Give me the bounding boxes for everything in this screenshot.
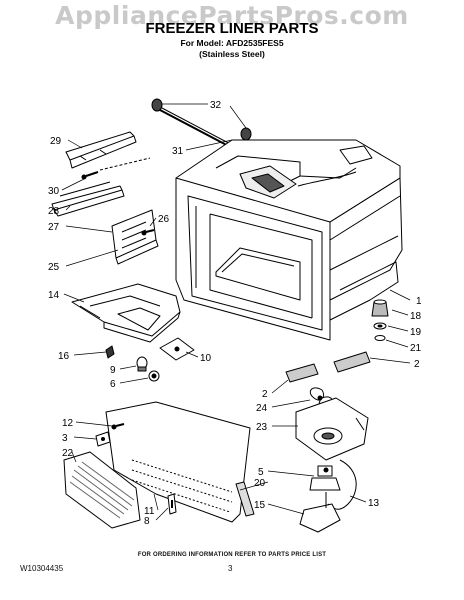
- callout-29: 29: [50, 136, 62, 147]
- part-15-bracket: [299, 492, 341, 533]
- part-11-rear-panel: [105, 401, 251, 523]
- callout-20: 20: [254, 478, 266, 489]
- part-29-rail: [65, 131, 137, 169]
- part-5-motor: [309, 465, 341, 491]
- part-6-socket: [148, 370, 160, 382]
- callout-21: 21: [410, 343, 422, 354]
- callout-11: 11: [144, 506, 155, 517]
- ordering-info-note: FOR ORDERING INFORMATION REFER TO PARTS …: [137, 552, 327, 558]
- part-2-pad-left: [285, 363, 319, 383]
- callout-18: 18: [410, 311, 422, 322]
- callout-13: 13: [368, 498, 380, 509]
- callout-5: 5: [258, 467, 264, 478]
- callout-labels: 32 31 29 30 26 28 27 25 14 1 18 19 21 16…: [48, 100, 422, 527]
- part-20-strip: [235, 481, 255, 517]
- callout-28: 28: [48, 206, 60, 217]
- callout-1: 1: [416, 296, 422, 307]
- callout-10: 10: [200, 353, 212, 364]
- part-9-bulb: [136, 356, 148, 372]
- document-id: W10304435: [20, 564, 64, 573]
- part-14-cover: [71, 283, 181, 343]
- part-22-grille: [63, 451, 141, 529]
- callout-9: 9: [110, 365, 116, 376]
- part-30-screw: [81, 157, 151, 180]
- leader-lines: [61, 103, 411, 521]
- part-3-bracket: [95, 431, 111, 447]
- part-8-clip: [167, 493, 177, 515]
- part-2-pad-right: [333, 351, 371, 373]
- part-27-bracket: [111, 209, 159, 265]
- part-26-screw: [141, 229, 155, 236]
- callout-27: 27: [48, 222, 60, 233]
- callout-25: 25: [48, 262, 60, 273]
- callout-2-left: 2: [262, 389, 268, 400]
- page-number: 3: [228, 564, 233, 573]
- callout-23: 23: [256, 422, 268, 433]
- part-19-washer: [373, 322, 387, 330]
- part-10-pad: [159, 337, 195, 361]
- part-32-end-caps: [151, 98, 252, 141]
- callout-31: 31: [172, 146, 184, 157]
- callout-26: 26: [158, 214, 170, 225]
- watermark: AppliancePartsPros.com: [55, 1, 409, 30]
- part-21-ring: [374, 335, 386, 341]
- callout-30: 30: [48, 186, 60, 197]
- finish-subtitle: (Stainless Steel): [199, 49, 265, 59]
- part-1-freezer-liner: [175, 139, 403, 341]
- part-16-clip: [105, 345, 115, 359]
- callout-24: 24: [256, 403, 268, 414]
- part-18-cap: [371, 299, 389, 317]
- part-12-screw: [111, 423, 125, 430]
- callout-6: 6: [110, 379, 116, 390]
- part-23-fan-housing: [295, 397, 369, 461]
- callout-32: 32: [210, 100, 222, 111]
- callout-2-right: 2: [414, 359, 420, 370]
- callout-16: 16: [58, 351, 70, 362]
- callout-15: 15: [254, 500, 266, 511]
- callout-3: 3: [62, 433, 68, 444]
- callout-19: 19: [410, 327, 422, 338]
- callout-14: 14: [48, 290, 60, 301]
- page-title: FREEZER LINER PARTS: [145, 20, 319, 37]
- model-subtitle: For Model: AFD2535FES5: [180, 38, 284, 48]
- callout-22: 22: [62, 448, 74, 459]
- callout-8: 8: [144, 516, 150, 527]
- callout-12: 12: [62, 418, 74, 429]
- part-28-rail: [51, 181, 125, 217]
